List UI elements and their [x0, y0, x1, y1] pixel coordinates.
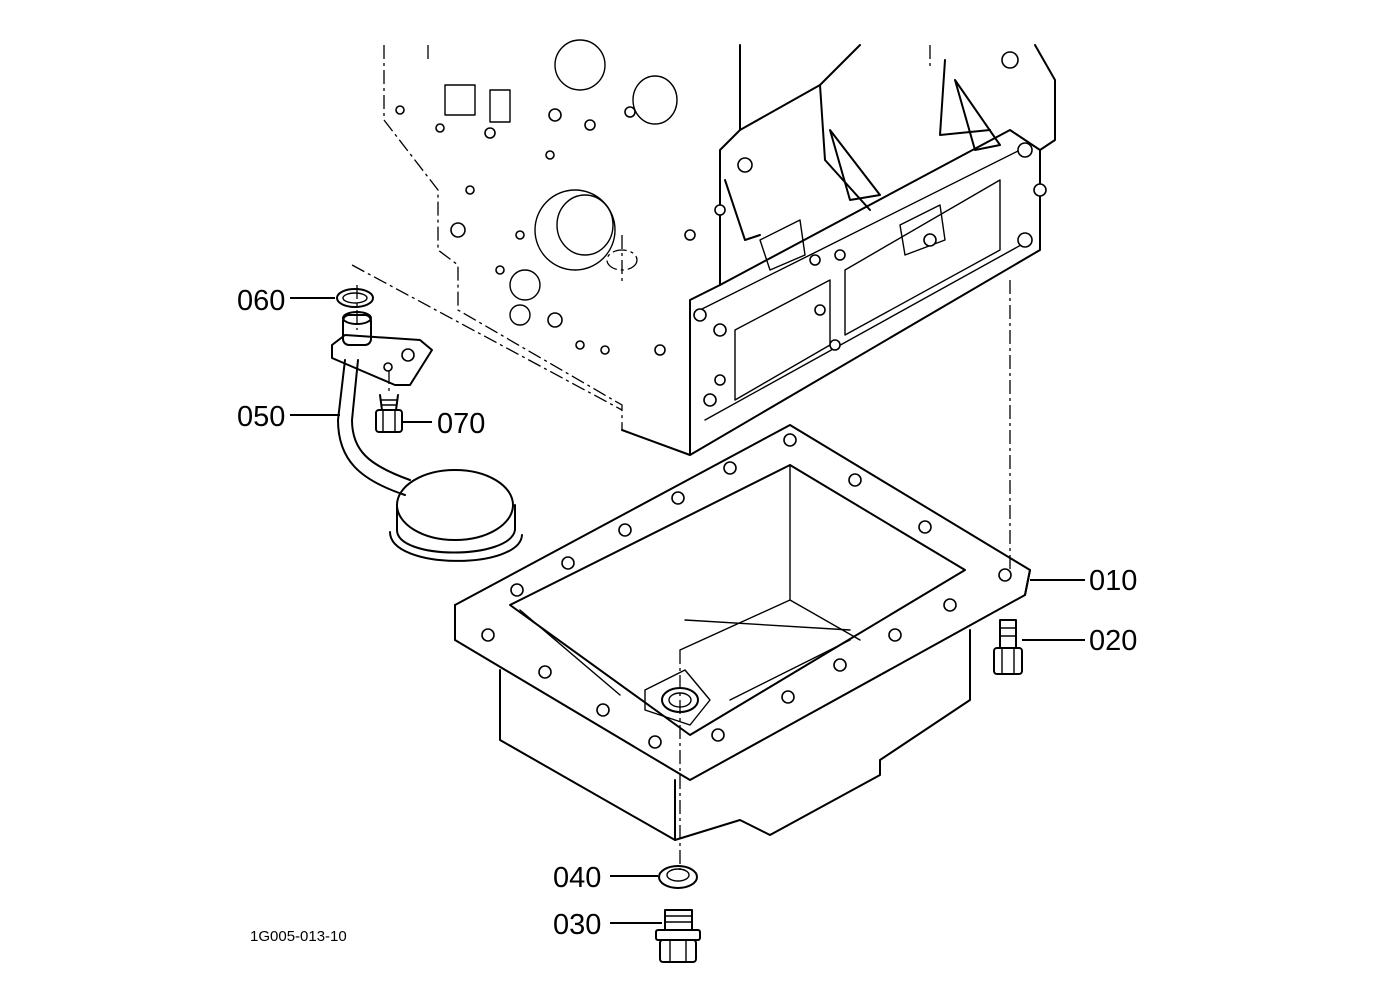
drain-gasket: [658, 865, 698, 889]
callout-020: 020: [1089, 625, 1137, 657]
callout-labels: 060 050 070 010 020 040 030 1G005-013-10: [237, 285, 1137, 945]
drain-plug: [655, 909, 701, 963]
callout-050: 050: [237, 401, 285, 433]
oil-pan: [454, 280, 1031, 870]
oil-strainer: [331, 285, 523, 562]
figure-number: 1G005-013-10: [250, 928, 347, 945]
pan-bolt-holes: [481, 433, 1012, 749]
callout-010: 010: [1089, 565, 1137, 597]
engine-block: [351, 39, 1056, 456]
callout-030: 030: [553, 909, 601, 941]
leader-lines: [290, 297, 1085, 924]
pan-bolt: [993, 619, 1023, 675]
callout-070: 070: [437, 408, 485, 440]
callout-060: 060: [237, 285, 285, 317]
strainer-bolt: [375, 370, 403, 433]
o-ring: [336, 288, 374, 308]
block-bolt-holes: [395, 51, 1047, 407]
callout-040: 040: [553, 862, 601, 894]
